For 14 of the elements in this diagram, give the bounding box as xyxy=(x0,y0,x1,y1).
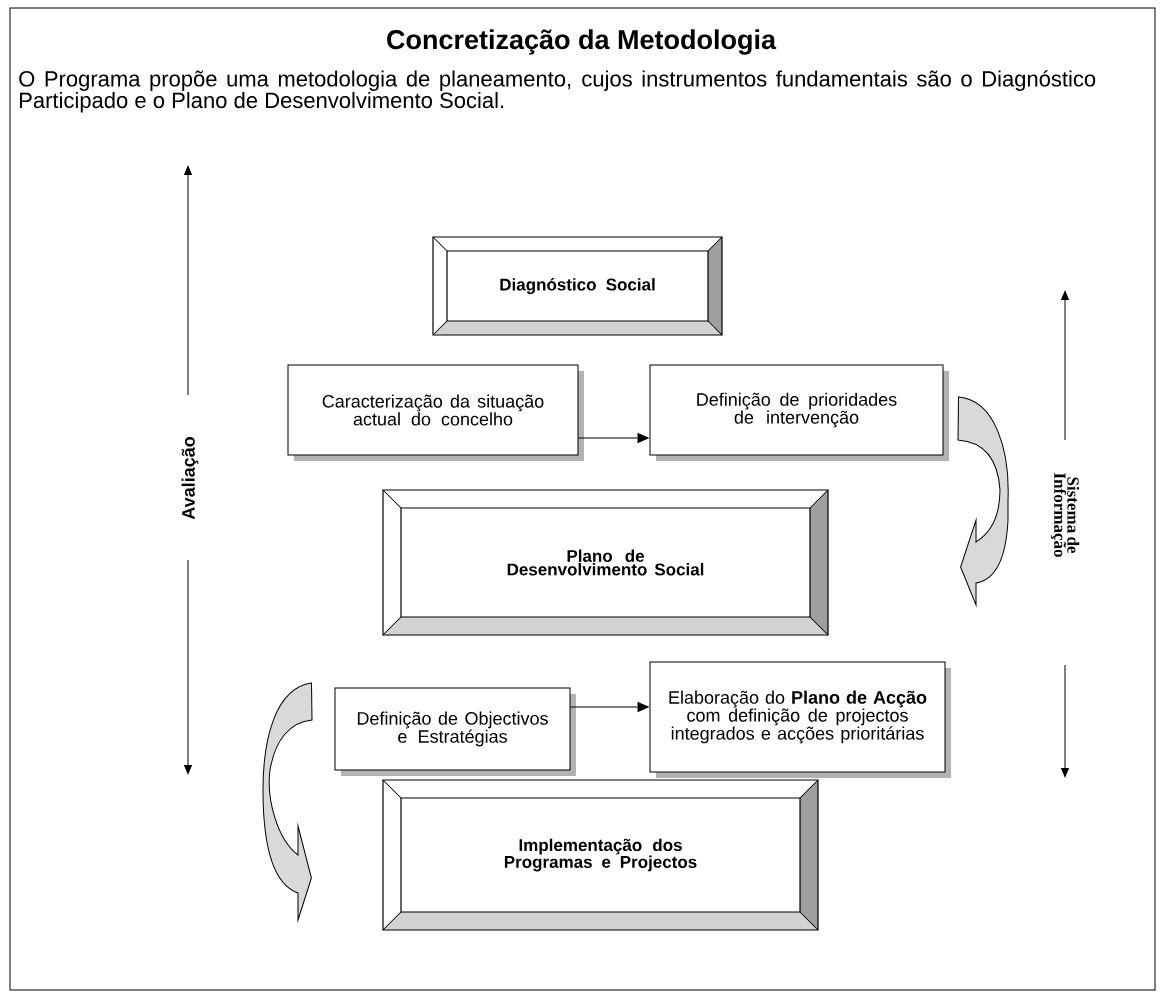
intro-text: O Programa propõe uma metodologia de planeamento, cujos instrumentos fundamentais são o Diagnóstico Participado e o Plano de Desenvolvimento Social. xyxy=(19,70,1096,113)
bevel-box: Implementação dos Programas e Projectos xyxy=(382,779,819,931)
arrow xyxy=(570,702,649,712)
title: Concretização da Metodologia xyxy=(387,29,777,55)
arrow xyxy=(578,433,649,443)
bevel-box: Diagnóstico Social xyxy=(432,236,723,336)
axis-label: Avaliação xyxy=(181,437,199,520)
bevel-box: Plano de Desenvolvimento Social xyxy=(382,489,829,636)
axis-label: Sistema de Informação xyxy=(1050,473,1080,557)
process-box: Elaboração do Plano de Acção com definição de projectos integrados e acções prioritárias xyxy=(649,661,951,778)
process-box: Definição de Objectivos e Estratégias xyxy=(334,687,576,776)
process-box: Definição de prioridades de intervenção xyxy=(649,364,949,461)
process-box: Caracterização da situação actual do concelho xyxy=(287,364,584,461)
curved-block-arrow xyxy=(957,396,1009,606)
